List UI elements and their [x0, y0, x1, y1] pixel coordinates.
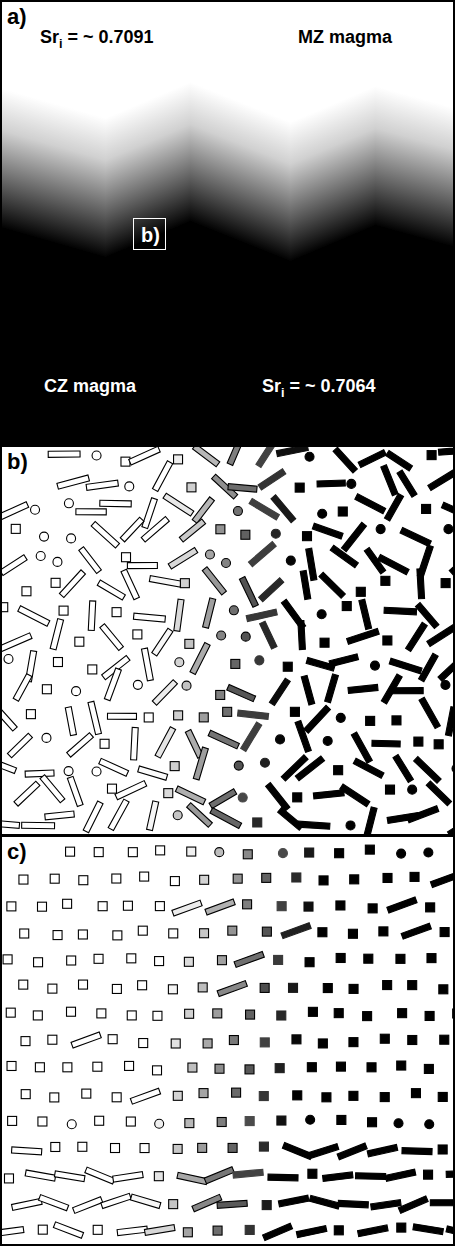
panel-frame: b) [0, 445, 455, 836]
panel-letter: c) [5, 839, 29, 865]
panel-frame: c) [0, 835, 455, 1246]
inset-box: b) [133, 218, 166, 250]
magma-name: CZ magma [44, 377, 136, 397]
magma-gradient [2, 82, 453, 444]
crystal-mush [2, 447, 453, 834]
magma-name: MZ magma [298, 28, 392, 48]
panel-letter: b) [5, 449, 30, 475]
panel-letter: a) [5, 4, 29, 30]
isotope-ratio: Sri = ~ 0.7091 [40, 28, 154, 51]
crystal-cumulate [2, 845, 453, 1240]
isotope-ratio: Sri = ~ 0.7064 [262, 377, 376, 400]
inset-label: b) [141, 224, 160, 246]
